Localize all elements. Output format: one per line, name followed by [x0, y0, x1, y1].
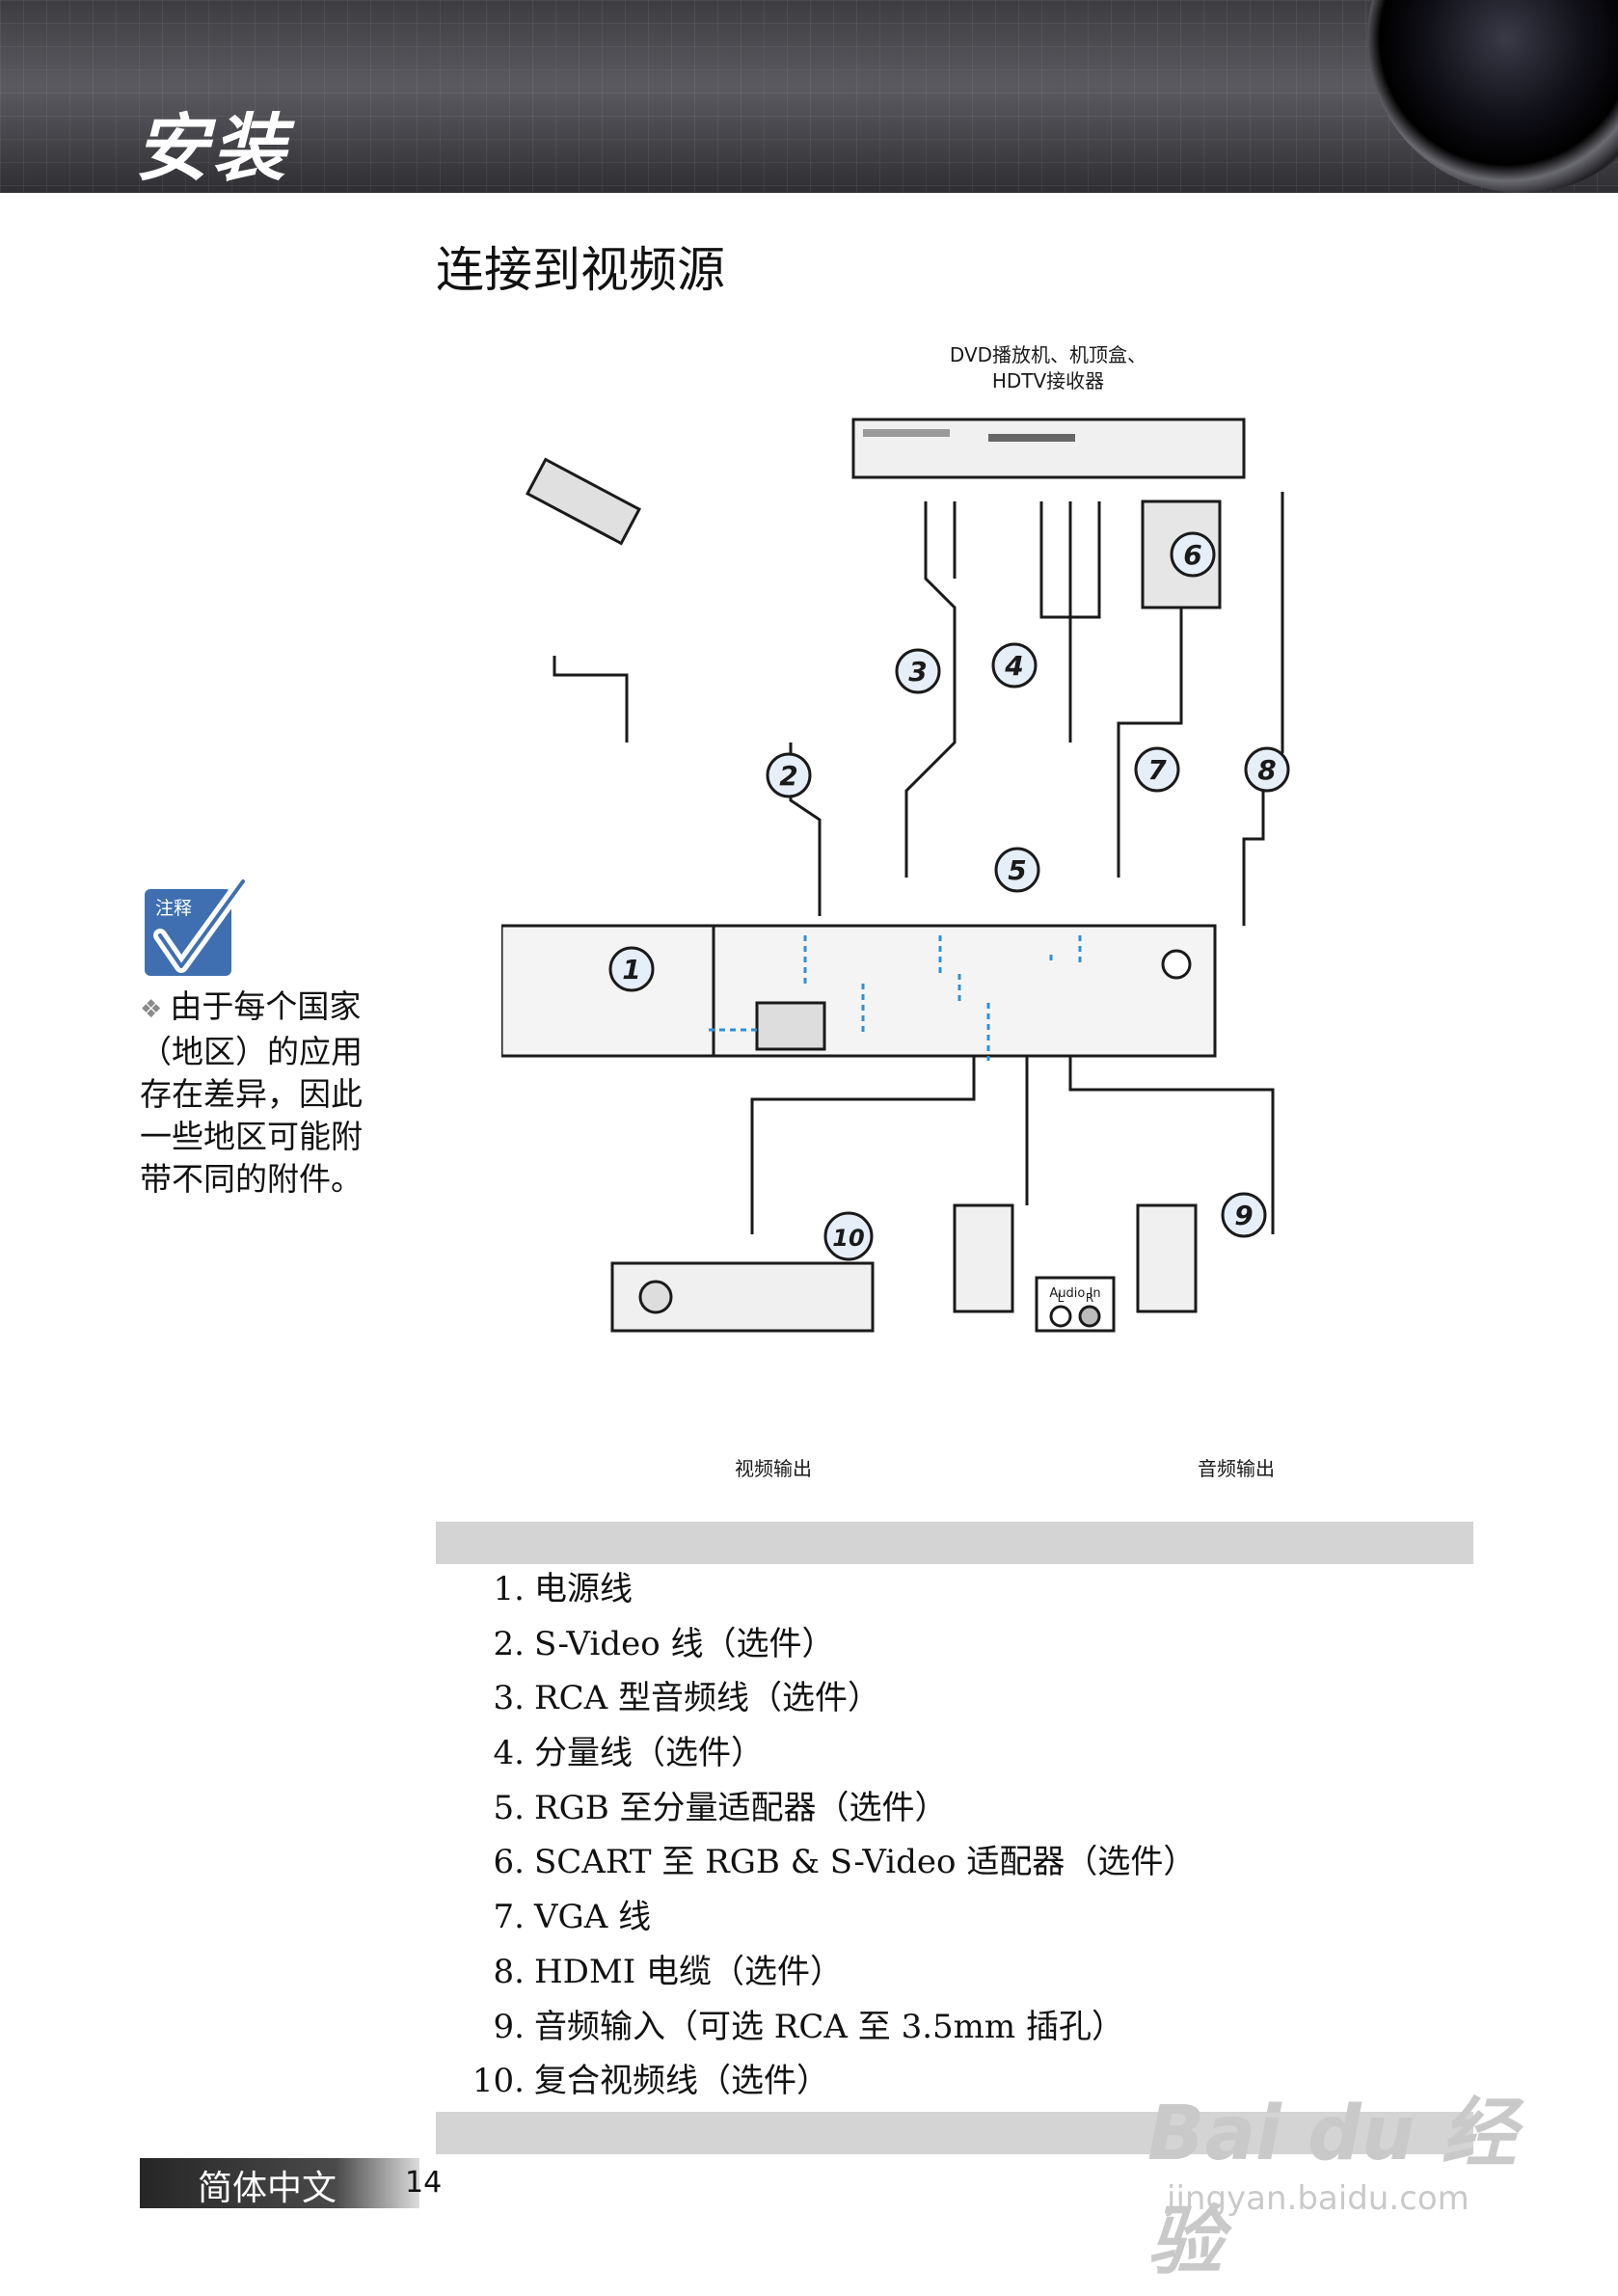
- callout-9: 9: [1234, 1200, 1253, 1231]
- page-header: 安装: [0, 0, 1618, 193]
- section-title: 连接到视频源: [436, 242, 725, 298]
- list-item: 8.HDMI 电缆（选件）: [493, 1952, 843, 1991]
- callout-6: 6: [1183, 539, 1201, 571]
- list-item: 7.VGA 线: [493, 1898, 652, 1937]
- callout-3: 3: [908, 656, 927, 688]
- audio-r-label: R: [1086, 1291, 1093, 1305]
- list-item: 5.RGB 至分量适配器（选件）: [493, 1788, 948, 1827]
- list-item: 4.分量线（选件）: [493, 1734, 764, 1773]
- callout-5: 5: [1008, 854, 1026, 886]
- source-label-line2: HDTV接收器: [992, 369, 1104, 392]
- callout-2: 2: [779, 760, 797, 792]
- list-item: 3.RCA 型音频线（选件）: [493, 1679, 880, 1718]
- audio-in-label: Audio In: [1049, 1286, 1100, 1301]
- connection-list: 1.电源线 2.S-Video 线（选件） 3.RCA 型音频线（选件） 4.分…: [465, 1562, 1196, 2109]
- callout-markers: 1 2 3 4 5 6 7 8 9 10: [608, 531, 1290, 1261]
- list-item: 1.电源线: [493, 1570, 633, 1608]
- list-item: 6.SCART 至 RGB & S-Video 适配器（选件）: [493, 1843, 1197, 1882]
- callout-8: 8: [1257, 754, 1276, 786]
- audio-out-label: 音频输出: [1198, 1457, 1275, 1480]
- connection-diagram: 1 2 3 4 5 6 7 8 9 10 DVD播放机、机顶盒、 HDTV接收器…: [501, 343, 1290, 1480]
- source-label-line1: DVD播放机、机顶盒、: [950, 343, 1146, 366]
- chapter-title: 安装: [135, 105, 289, 191]
- video-out-label: 视频输出: [735, 1457, 812, 1480]
- footer-language-tab: 简体中文: [140, 2158, 419, 2208]
- diamond-bullet-icon: ❖: [140, 995, 163, 1024]
- page-number: 14: [405, 2166, 443, 2200]
- callout-7: 7: [1147, 754, 1167, 786]
- list-item: 9.音频输入（可选 RCA 至 3.5mm 插孔）: [493, 2007, 1124, 2046]
- callout-4: 4: [1004, 650, 1023, 682]
- baidu-watermark: Bai du 经验 jingyan.baidu.com: [1147, 2091, 1517, 2285]
- callout-10: 10: [832, 1225, 864, 1252]
- dvd-player-graphic: [851, 418, 1246, 479]
- list-item: 10.复合视频线（选件）: [472, 2062, 829, 2101]
- list-item: 2.S-Video 线（选件）: [493, 1624, 835, 1663]
- note-text: ❖由于每个国家（地区）的应用存在差异，因此一些地区可能附带不同的附件。: [140, 987, 363, 1198]
- audio-l-label: L: [1058, 1291, 1065, 1305]
- note-badge-label: 注释: [155, 898, 192, 919]
- note-checkmark-icon: 注释: [145, 878, 249, 976]
- list-top-bar: [436, 1522, 1473, 1564]
- callout-1: 1: [622, 954, 640, 986]
- list-bottom-bar: [436, 2112, 1473, 2154]
